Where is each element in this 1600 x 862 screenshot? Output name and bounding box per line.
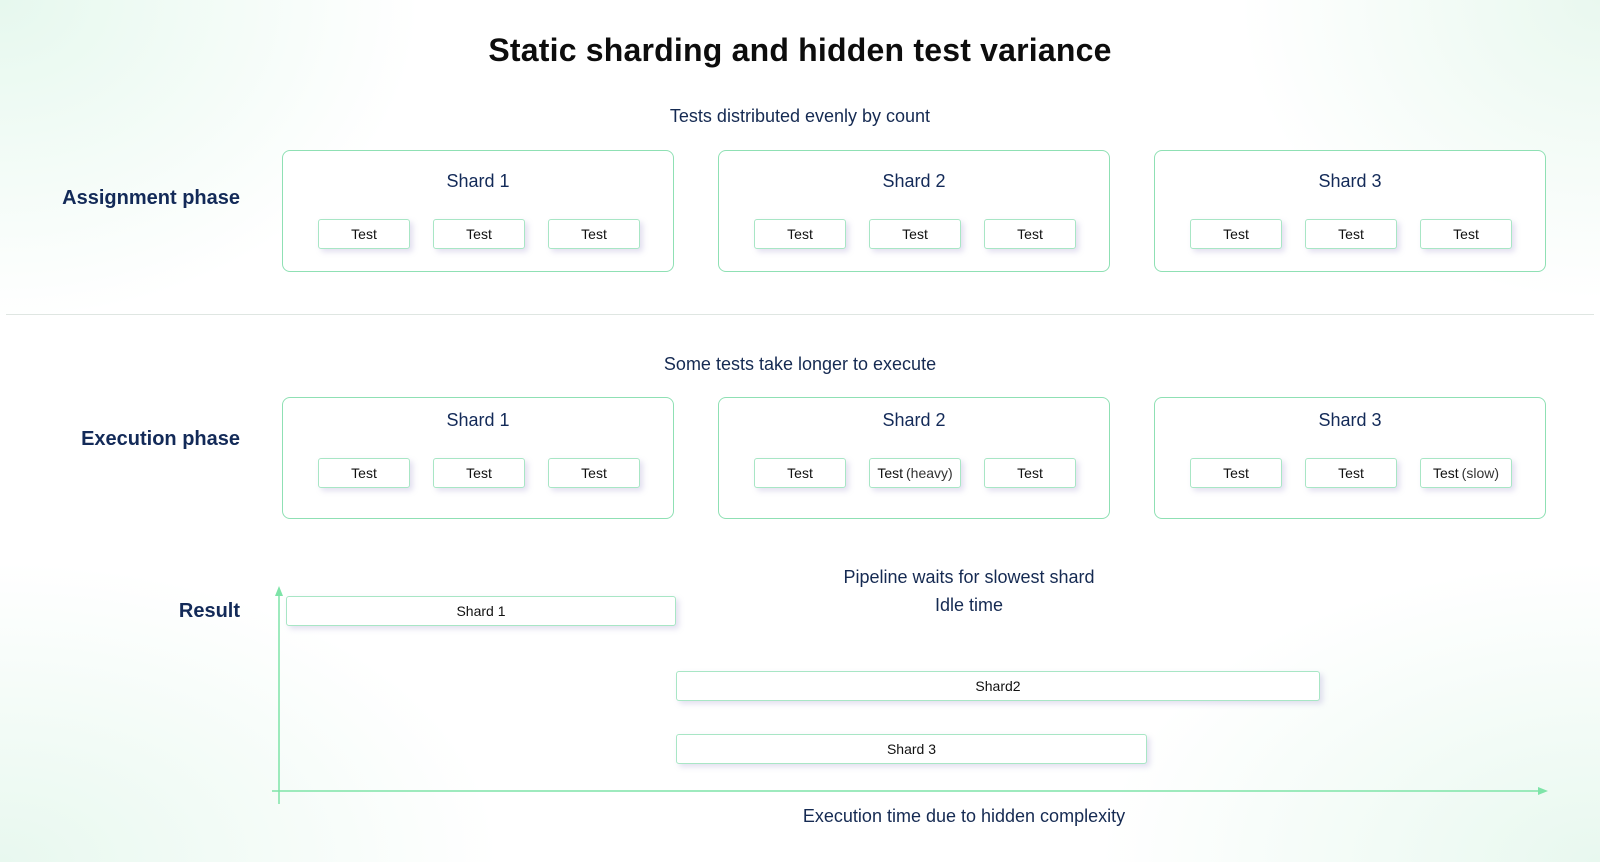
test-chip: Test [1190,458,1282,488]
test-chip: Test [318,219,410,249]
test-chip: Test [318,458,410,488]
shard-title: Shard 2 [882,410,946,430]
pipeline-annotation: Pipeline waits for slowest shard [843,567,1095,587]
test-row: Test Test Test [754,219,1076,249]
test-label: Test [351,226,377,242]
execution-shard-1-box: Shard 1 Test Test Test [282,397,674,519]
test-label: Test [787,465,813,481]
test-label: Test [1017,226,1043,242]
assignment-shard-3-box: Shard 3 Test Test Test [1154,150,1546,272]
test-label: Test [466,226,492,242]
test-label: Test [902,226,928,242]
test-chip: Test [433,458,525,488]
test-chip: Test [1190,219,1282,249]
test-label: Test [1338,226,1364,242]
test-chip: Test [548,458,640,488]
shard-title: Shard 2 [882,171,946,191]
result-label: Result [178,600,240,622]
test-chip: Test [754,219,846,249]
diagram-title: Static sharding and hidden test variance [488,32,1112,68]
test-qualifier: (heavy) [906,465,953,481]
test-chip: Test(slow) [1420,458,1512,488]
test-label: Test [581,226,607,242]
x-axis-label: Execution time due to hidden complexity [802,806,1126,826]
assignment-phase-label: Assignment phase [62,187,240,209]
test-label: Test [1223,226,1249,242]
shard-title: Shard 3 [1318,410,1382,430]
shard-title: Shard 3 [1318,171,1382,191]
test-label: Test [1453,226,1479,242]
test-label: Test [466,465,492,481]
test-chip: Test [1305,219,1397,249]
assignment-shard-1-box: Shard 1 Test Test Test [282,150,674,272]
y-axis-arrow [275,586,283,596]
test-chip: Test [984,458,1076,488]
test-row: Test Test Test [1190,219,1512,249]
test-chip: Test [869,219,961,249]
test-label: Test [787,226,813,242]
shard-title: Shard 1 [446,410,510,430]
result-bar-shard-3: Shard 3 [676,734,1147,764]
test-chip: Test [984,219,1076,249]
test-label: Test [351,465,377,481]
x-axis-arrow [1538,787,1548,795]
test-chip: Test [433,219,525,249]
phase-divider [6,314,1594,315]
test-row: Test Test Test [318,458,640,488]
idle-time-annotation: Idle time [934,595,1004,615]
test-label: Test [877,465,903,481]
test-chip: Test [754,458,846,488]
test-chip: Test(heavy) [869,458,961,488]
test-chip: Test [1420,219,1512,249]
test-label: Test [1432,465,1459,481]
test-row: Test Test Test [318,219,640,249]
test-label: Test [581,465,607,481]
execution-caption: Some tests take longer to execute [663,354,937,374]
test-label: Test [1338,465,1364,481]
result-bar-shard-1: Shard 1 [286,596,676,626]
test-chip: Test [548,219,640,249]
shard-title: Shard 1 [446,171,510,191]
test-chip: Test [1305,458,1397,488]
test-qualifier: (slow) [1461,465,1500,481]
result-bar-shard-2: Shard2 [676,671,1320,701]
execution-phase-label: Execution phase [81,428,240,450]
test-label: Test [1223,465,1249,481]
assignment-caption: Tests distributed evenly by count [669,106,931,126]
test-label: Test [1017,465,1043,481]
assignment-shard-2-box: Shard 2 Test Test Test [718,150,1110,272]
